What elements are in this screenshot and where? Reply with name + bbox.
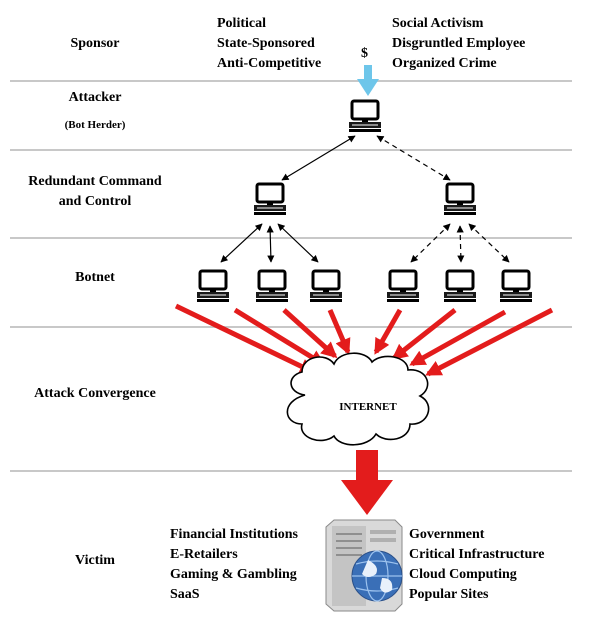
bot-computer-icon	[385, 269, 421, 304]
attack-arrow	[327, 309, 351, 355]
c2-to-bot-arrow	[220, 223, 263, 263]
bot-computer-icon	[498, 269, 534, 304]
c2-left-computer-icon	[252, 182, 288, 217]
bot-computer-icon	[442, 269, 478, 304]
level-label-sponsor: Sponsor	[70, 36, 120, 51]
money-symbol: $	[361, 46, 368, 61]
attack-arrow	[373, 308, 403, 355]
victims-right: Government Critical Infrastructure Cloud…	[409, 525, 544, 605]
sponsor-type: Organized Crime	[392, 56, 497, 71]
victim-type: Gaming & Gambling	[170, 567, 297, 582]
attack-arrow	[391, 308, 457, 360]
attacker-to-c2-left-arrow	[281, 135, 356, 181]
bot-computer-icon	[254, 269, 290, 304]
victims-left: Financial Institutions E-Retailers Gamin…	[170, 525, 298, 605]
level-label-convergence: Attack Convergence	[34, 386, 156, 401]
botnet-control-arrows	[220, 223, 510, 263]
cloud-label: INTERNET	[339, 401, 397, 413]
c2-to-bot-arrow	[468, 223, 510, 263]
sponsor-type: Anti-Competitive	[217, 56, 322, 71]
victim-type: Critical Infrastructure	[409, 547, 545, 562]
bot-computer-icon	[195, 269, 231, 304]
attack-arrow	[174, 303, 316, 375]
victim-type: Government	[409, 527, 485, 542]
level-label-attacker-sub: (Bot Herder)	[64, 119, 126, 131]
level-label-botnet: Botnet	[75, 270, 115, 285]
attack-arrow	[233, 307, 326, 367]
sponsor-type: Disgruntled Employee	[392, 36, 526, 51]
bot-computer-icon	[308, 269, 344, 304]
sponsor-type: Social Activism	[392, 16, 484, 31]
level-label-command-line1: Redundant Command	[28, 174, 162, 189]
c2-to-bot-arrow	[456, 225, 465, 263]
sponsor-types-right: Social Activism Disgruntled Employee Org…	[392, 14, 525, 74]
attack-arrow	[425, 307, 554, 377]
victim-type: Cloud Computing	[409, 567, 517, 582]
attacker-to-c2-right-arrow	[376, 135, 451, 181]
command-arrows	[281, 135, 451, 181]
cloud-icon	[286, 352, 430, 446]
money-arrow-icon	[357, 65, 379, 96]
level-label-victim: Victim	[75, 553, 115, 568]
level-label-attacker: Attacker	[68, 90, 122, 105]
c2-to-bot-arrow	[410, 223, 451, 263]
attack-arrow	[282, 308, 338, 359]
c2-to-bot-arrow	[266, 225, 275, 263]
sponsor-types-left: Political State-Sponsored Anti-Competiti…	[217, 14, 321, 74]
attacker-computer-icon	[347, 99, 383, 134]
sponsor-type: Political	[217, 16, 266, 31]
c2-right-computer-icon	[442, 182, 478, 217]
victim-type: Popular Sites	[409, 587, 489, 602]
impact-arrow-icon	[341, 450, 393, 515]
attack-arrow	[409, 309, 507, 367]
attack-arrows	[174, 303, 554, 377]
sponsor-type: State-Sponsored	[217, 36, 315, 51]
globe-icon	[351, 550, 403, 602]
victim-type: E-Retailers	[170, 547, 238, 562]
c2-to-bot-arrow	[277, 223, 319, 263]
victim-type: Financial Institutions	[170, 527, 298, 542]
level-label-command-line2: and Control	[58, 194, 132, 209]
victim-type: SaaS	[170, 587, 200, 602]
